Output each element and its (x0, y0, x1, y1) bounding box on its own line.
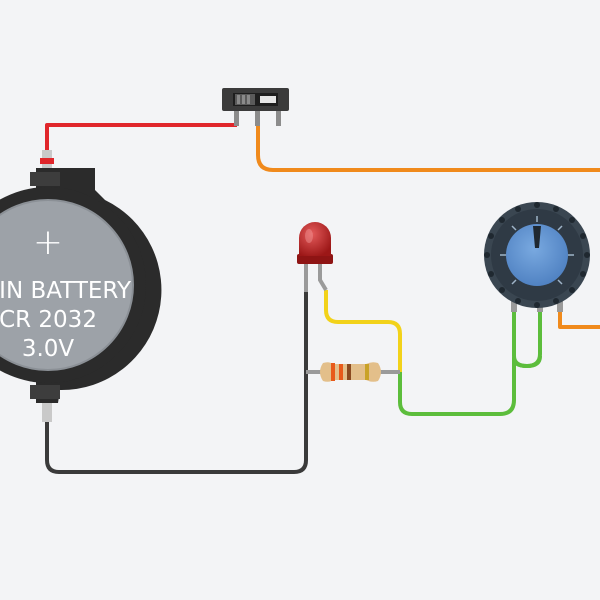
battery-label-line3: 3.0V (22, 336, 75, 362)
potentiometer-icon[interactable] (484, 202, 590, 312)
wire-orange-top[interactable] (256, 120, 600, 172)
led-icon[interactable] (297, 222, 333, 292)
wire-black[interactable] (45, 290, 308, 474)
coin-battery-icon[interactable]: + COIN BATTERY CR 2032 3.0V (0, 150, 162, 422)
battery-label-line1: COIN BATTERY (0, 278, 132, 304)
battery-plus-symbol: + (33, 222, 63, 263)
wire-green-loop[interactable] (512, 310, 542, 368)
wire-green[interactable] (398, 310, 542, 416)
battery-label-line2: CR 2032 (0, 307, 97, 333)
slide-switch-icon[interactable] (222, 88, 289, 126)
wire-red[interactable] (45, 123, 237, 160)
wire-yellow[interactable] (324, 290, 402, 372)
wire-orange-pot[interactable] (558, 310, 600, 329)
resistor-icon[interactable] (306, 362, 400, 382)
